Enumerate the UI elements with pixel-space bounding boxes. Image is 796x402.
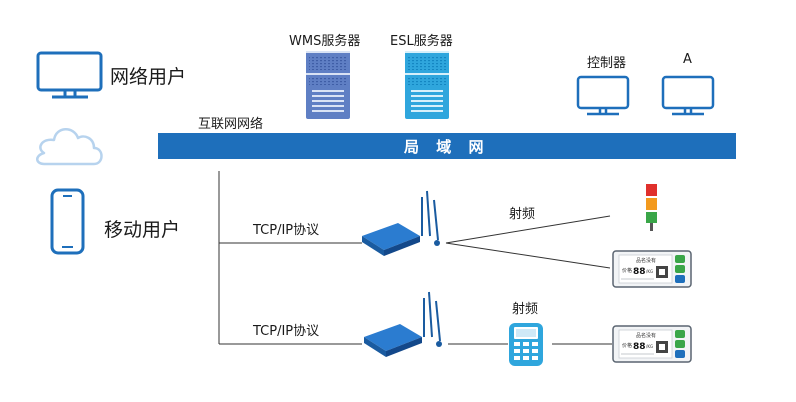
tcpip-label-1: TCP/IP协议 bbox=[253, 223, 320, 238]
router-icon bbox=[364, 291, 442, 357]
server-icon bbox=[405, 51, 449, 119]
esl-tag-price-label: 价格 bbox=[622, 267, 632, 274]
esl-tag-icon bbox=[612, 250, 692, 288]
esl-tag-price-label: 价格 bbox=[622, 342, 632, 349]
esl-tag-title: 品名没有 bbox=[636, 257, 656, 264]
esl-tag-price: 88 bbox=[633, 267, 646, 277]
internet-label: 互联网网络 bbox=[198, 117, 264, 132]
monitor-icon bbox=[576, 75, 630, 116]
tcpip-label-2: TCP/IP协议 bbox=[253, 324, 320, 339]
net-user-label: 网络用户 bbox=[110, 66, 187, 88]
esl-tag-unit: /KG bbox=[646, 269, 653, 274]
a-label: A bbox=[683, 52, 692, 67]
cloud-icon bbox=[36, 128, 103, 166]
handheld-icon bbox=[509, 323, 543, 366]
router-icon bbox=[362, 190, 440, 256]
esl-tag-icon bbox=[612, 325, 692, 363]
smartphone-icon bbox=[50, 188, 85, 255]
server-icon bbox=[306, 51, 350, 119]
lan-label: 局 域 网 bbox=[404, 138, 490, 156]
esl-server-label: ESL服务器 bbox=[390, 34, 453, 49]
mobile-user-label: 移动用户 bbox=[104, 219, 181, 241]
monitor-icon bbox=[36, 51, 103, 99]
esl-tag-title: 品名没有 bbox=[636, 332, 656, 339]
monitor-icon bbox=[661, 75, 715, 116]
controller-label: 控制器 bbox=[587, 56, 627, 71]
wms-server-label: WMS服务器 bbox=[289, 34, 361, 49]
connection-lines bbox=[218, 171, 612, 345]
lan-bar bbox=[158, 133, 736, 159]
rf-label-2: 射频 bbox=[512, 302, 539, 317]
esl-tag-unit: /KG bbox=[646, 344, 653, 349]
esl-tag-price: 88 bbox=[633, 342, 646, 352]
rf-label-1: 射频 bbox=[509, 207, 536, 222]
signal-light-icon bbox=[646, 184, 657, 231]
